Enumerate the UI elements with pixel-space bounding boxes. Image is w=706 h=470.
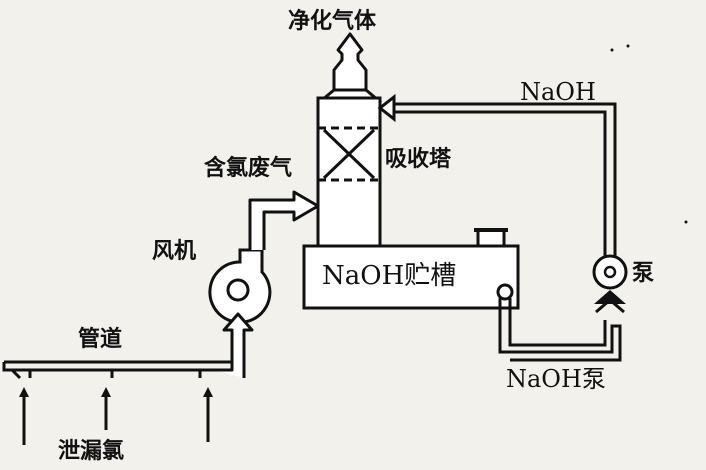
tank-to-pump-pipe xyxy=(498,298,622,362)
tank-outlet xyxy=(496,283,514,301)
pipe-to-fan xyxy=(214,312,254,378)
label-purified-gas: 净化气体 xyxy=(288,8,377,34)
label-pipeline: 管道 xyxy=(78,326,123,352)
fan xyxy=(208,248,272,324)
tower-outlet-cap xyxy=(332,32,368,92)
fan-to-tower-duct xyxy=(248,190,320,250)
collection-header-pipe xyxy=(2,360,232,380)
label-chlorine-waste-gas: 含氯废气 xyxy=(204,155,293,181)
absorption-tower-body xyxy=(316,96,382,248)
label-leaked-chlorine: 泄漏氯 xyxy=(58,438,125,464)
label-naoh-top: NaOH xyxy=(520,78,596,106)
naoh-inlet-arrow xyxy=(377,93,396,123)
naoh-tank-body xyxy=(302,244,520,310)
label-pump: 泵 xyxy=(632,260,655,286)
packing-section xyxy=(318,126,380,182)
label-fan: 风机 xyxy=(152,238,197,264)
label-absorption-tower: 吸收塔 xyxy=(385,146,452,172)
tank-hatch xyxy=(476,228,506,248)
label-storage-tank: NaOH贮槽 xyxy=(322,261,457,291)
naoh-return-line xyxy=(392,110,607,256)
pump xyxy=(592,254,628,314)
label-naoh-pump: NaOH泵 xyxy=(506,365,606,393)
